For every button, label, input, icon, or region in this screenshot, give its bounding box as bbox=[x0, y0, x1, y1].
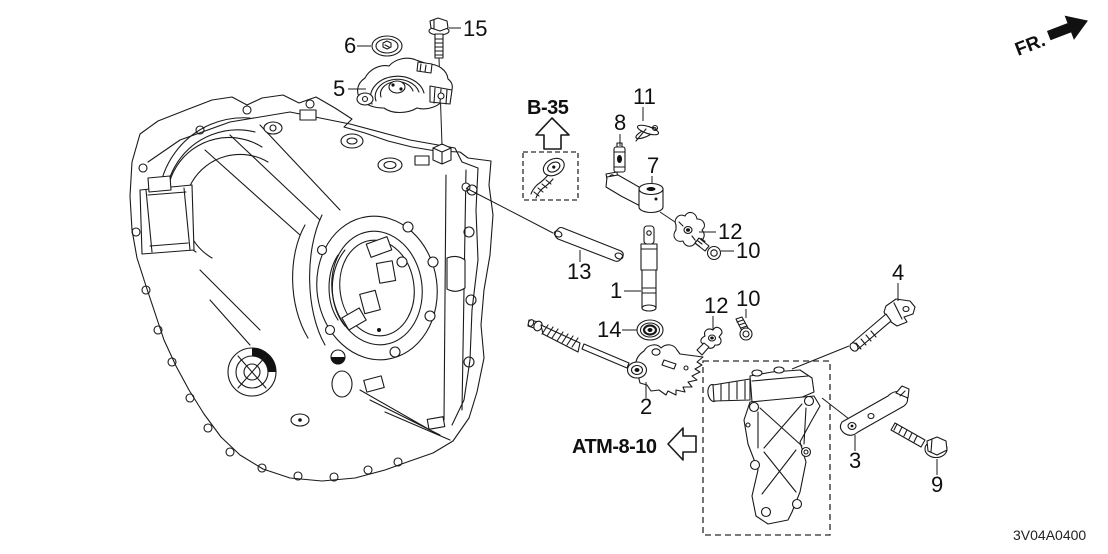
b35-connector-drawing bbox=[530, 157, 565, 199]
part-11-clip-drawing bbox=[635, 124, 660, 142]
fr-label: FR. bbox=[1012, 30, 1048, 61]
callout-10-lower: 10 bbox=[736, 286, 760, 311]
callout-13: 13 bbox=[567, 259, 591, 284]
bracket-dashed-box bbox=[702, 360, 831, 536]
part-10-upper-bolt-drawing bbox=[694, 237, 722, 261]
b35-connector-dashed-box bbox=[522, 151, 579, 201]
spline-detail bbox=[341, 236, 408, 332]
callout-8: 8 bbox=[614, 110, 626, 135]
callout-labels: 15 6 5 11 8 7 12 10 13 1 14 12 10 2 4 3 … bbox=[333, 16, 943, 497]
atm-8-10-left-arrow-icon bbox=[667, 427, 697, 461]
part-9-bolt-drawing bbox=[890, 422, 948, 459]
fr-direction-indicator: FR. bbox=[1012, 15, 1088, 61]
part-5-position-switch-drawing bbox=[356, 57, 453, 114]
ref-b35-label: B-35 bbox=[527, 97, 569, 119]
callout-15: 15 bbox=[463, 16, 487, 41]
part-4-rod-clevis-drawing bbox=[849, 298, 916, 352]
b35-up-arrow-icon bbox=[535, 117, 570, 150]
callout-4: 4 bbox=[892, 260, 904, 285]
callout-9: 9 bbox=[931, 472, 943, 497]
callout-2: 2 bbox=[640, 394, 652, 419]
callout-12-lower: 12 bbox=[704, 293, 728, 318]
part-10-lower-bolt-drawing bbox=[735, 316, 753, 341]
callout-11: 11 bbox=[633, 84, 656, 109]
ref-atm-8-10-label: ATM-8-10 bbox=[572, 436, 657, 458]
callout-7: 7 bbox=[647, 153, 659, 178]
callout-5: 5 bbox=[333, 76, 345, 101]
callout-14: 14 bbox=[597, 317, 621, 342]
part-6-cap-drawing bbox=[371, 35, 403, 57]
part-1-control-shaft-drawing bbox=[640, 225, 658, 312]
part-15-flange-bolt-drawing bbox=[428, 17, 450, 59]
callout-12-upper: 12 bbox=[718, 219, 742, 244]
callout-10-upper: 10 bbox=[736, 238, 760, 263]
part-2-detent-arm-drawing bbox=[527, 319, 704, 396]
diagram-code: 3V04A0400 bbox=[1013, 527, 1086, 543]
part-12-upper-lock-washer-drawing bbox=[673, 211, 706, 247]
transmission-case-drawing bbox=[129, 94, 494, 482]
fr-arrow-icon bbox=[1046, 15, 1088, 41]
callout-leader-lines bbox=[348, 27, 938, 475]
part-12-lower-lock-washer-drawing bbox=[696, 326, 723, 356]
part-8-pin-drawing bbox=[613, 142, 626, 173]
callout-3: 3 bbox=[849, 448, 861, 473]
part-14-bushing-drawing bbox=[636, 319, 664, 341]
part-3-lever-drawing bbox=[839, 385, 910, 436]
part-7-lever-drawing bbox=[605, 171, 664, 214]
callout-1: 1 bbox=[610, 278, 622, 303]
bracket-assembly-drawing bbox=[707, 366, 821, 525]
callout-6: 6 bbox=[344, 33, 356, 58]
part-13-pin-drawing bbox=[553, 226, 624, 262]
